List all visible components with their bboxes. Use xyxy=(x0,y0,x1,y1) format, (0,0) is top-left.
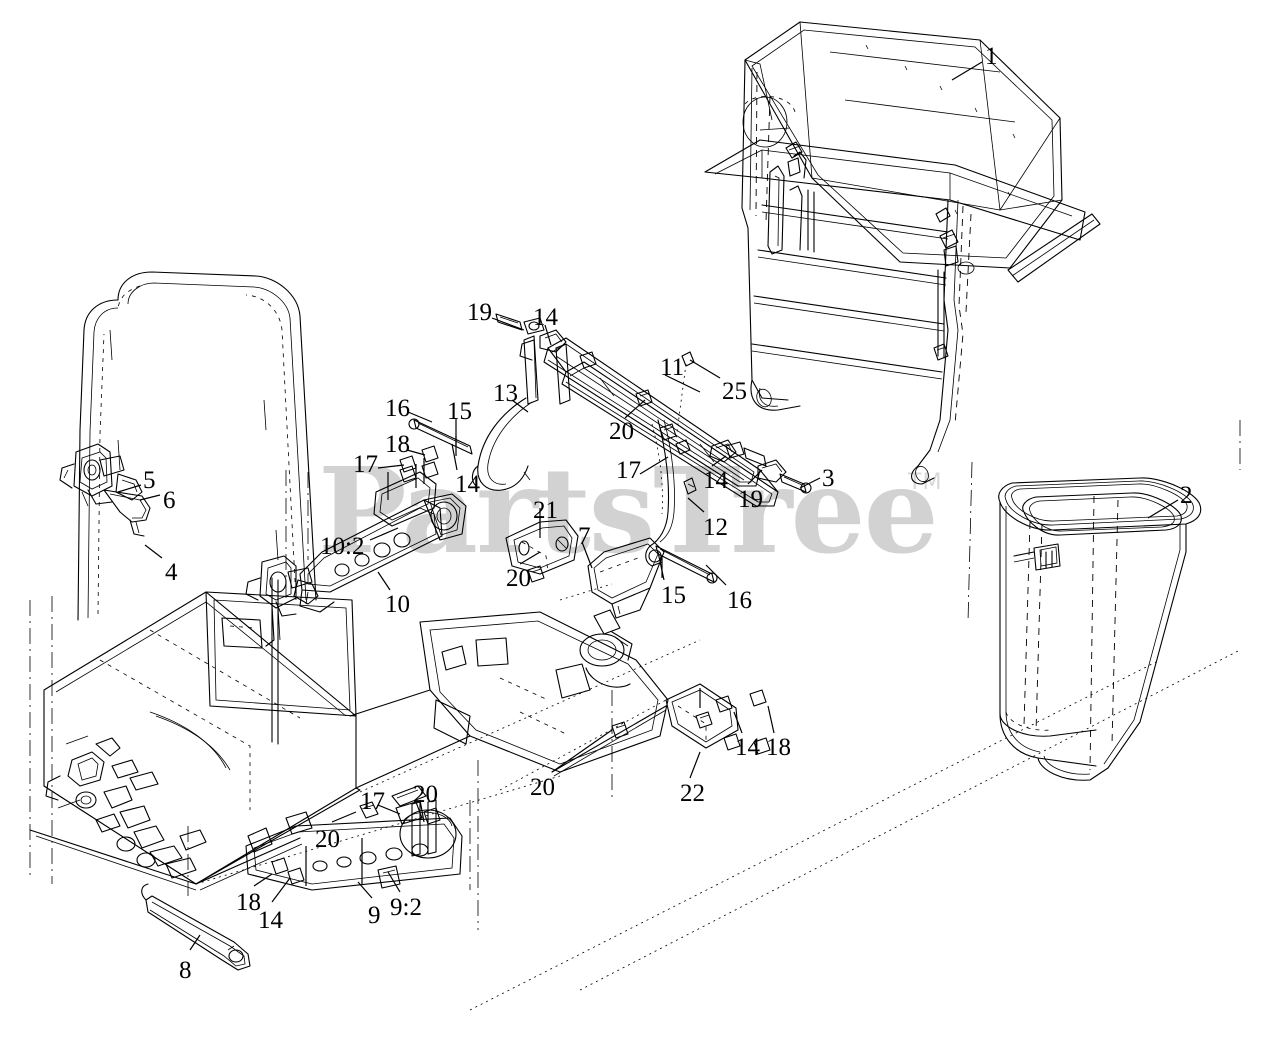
callout-21: 21 xyxy=(533,497,558,524)
callout-leaders xyxy=(117,61,1179,951)
part-lower-bracket xyxy=(187,785,471,896)
callout-20: 20 xyxy=(506,565,531,592)
callout-14: 14 xyxy=(735,734,760,761)
part-latch-rod xyxy=(141,883,251,971)
callout-18: 18 xyxy=(766,734,791,761)
construction-lines xyxy=(469,420,1241,1011)
part-chute-deflector xyxy=(559,537,665,619)
callout-9-2: 9:2 xyxy=(390,894,422,921)
callout-19: 19 xyxy=(467,299,492,326)
rops-right-pivot xyxy=(245,555,319,647)
callout-12: 12 xyxy=(703,514,728,541)
part-mount-bracket xyxy=(285,461,467,613)
callout-14: 14 xyxy=(258,907,283,934)
part-bagger-hopper xyxy=(704,21,1101,485)
callout-20: 20 xyxy=(609,418,634,445)
callout-19: 19 xyxy=(738,486,763,513)
callout-14: 14 xyxy=(703,467,728,494)
part-rops-roll-bar xyxy=(59,271,319,745)
callout-25: 25 xyxy=(722,378,747,405)
callout-22: 22 xyxy=(680,780,705,807)
callout-1: 1 xyxy=(985,43,998,70)
callout-9: 9 xyxy=(368,902,381,929)
callout-17: 17 xyxy=(353,451,378,478)
callout-18: 18 xyxy=(236,889,261,916)
callout-5: 5 xyxy=(143,467,156,494)
callout-10-2: 10:2 xyxy=(320,533,365,560)
rops-left-pivot xyxy=(59,443,151,537)
callout-2: 2 xyxy=(1180,482,1193,509)
callout-17: 17 xyxy=(616,457,641,484)
chassis-hardware-cluster xyxy=(45,735,207,879)
callout-14: 14 xyxy=(455,471,480,498)
callout-20: 20 xyxy=(530,774,555,801)
callout-14: 14 xyxy=(533,304,558,331)
callout-17: 17 xyxy=(360,788,385,815)
callout-18: 18 xyxy=(385,431,410,458)
callout-20: 20 xyxy=(315,826,340,853)
part-grass-bag xyxy=(967,461,1202,781)
callout-16: 16 xyxy=(727,587,752,614)
part-upper-linkage xyxy=(399,313,812,584)
callout-10: 10 xyxy=(385,591,410,618)
callout-11: 11 xyxy=(660,354,685,381)
callout-6: 6 xyxy=(163,487,176,514)
callout-8: 8 xyxy=(179,957,192,984)
part-tractor-chassis xyxy=(29,591,701,891)
callout-4: 4 xyxy=(165,559,178,586)
part-rear-bracket-22 xyxy=(499,683,771,800)
callout-20: 20 xyxy=(413,781,438,808)
callout-7: 7 xyxy=(578,523,591,550)
callout-16: 16 xyxy=(385,395,410,422)
callout-15: 15 xyxy=(447,398,472,425)
callout-15: 15 xyxy=(661,582,686,609)
callout-13: 13 xyxy=(493,380,518,407)
callout-3: 3 xyxy=(822,465,835,492)
